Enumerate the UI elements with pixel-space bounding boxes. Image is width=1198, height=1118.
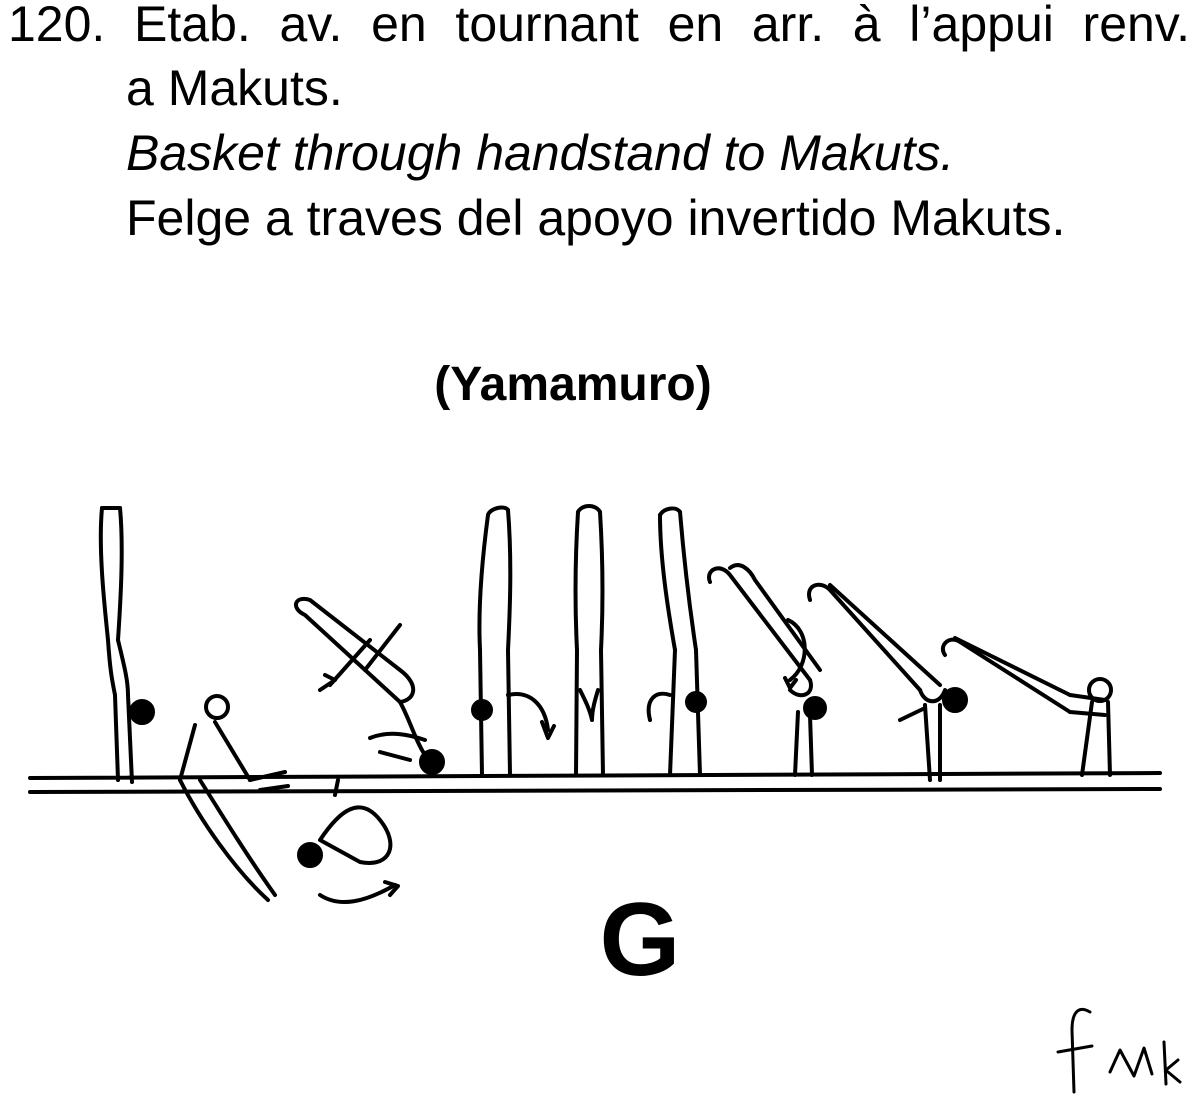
- gymnast-figure-swing-under: [178, 694, 290, 902]
- french-description-line-2: a Makuts.: [126, 60, 343, 116]
- parallel-bars: [28, 771, 1162, 794]
- spanish-description: Felge a traves del apoyo invertido Makut…: [126, 190, 1066, 246]
- gymnast-figure-makuts-finish: [940, 636, 1113, 777]
- gymnast-figure-handstand-arrive: [471, 505, 556, 777]
- gymnast-figure-handstand-leave: [646, 506, 707, 777]
- gymnast-figure-descend: [707, 563, 827, 777]
- french-description: Etab. av. en tournant en arr. à l’appui …: [134, 0, 1190, 52]
- signature-mark: [1040, 1000, 1190, 1110]
- difficulty-value: G: [599, 882, 681, 998]
- gymnast-figure-basket: [297, 778, 400, 904]
- element-name: (Yamamuro): [434, 358, 712, 411]
- gymnast-figure-pike-forward: [807, 582, 968, 782]
- element-number: 120.: [8, 0, 106, 52]
- gymnast-figure-pike-rise: [294, 596, 445, 775]
- french-description-line-1: 120. Etab. av. en tournant en arr. à l’a…: [8, 0, 1190, 54]
- english-description: Basket through handstand to Makuts.: [126, 125, 955, 181]
- gymnast-figure-handstand-start: [98, 506, 155, 784]
- element-description: 120. Etab. av. en tournant en arr. à l’a…: [0, 0, 1198, 260]
- gymnast-sequence-illustration: [20, 490, 1180, 920]
- gymnast-figure-handstand-center: [573, 504, 605, 777]
